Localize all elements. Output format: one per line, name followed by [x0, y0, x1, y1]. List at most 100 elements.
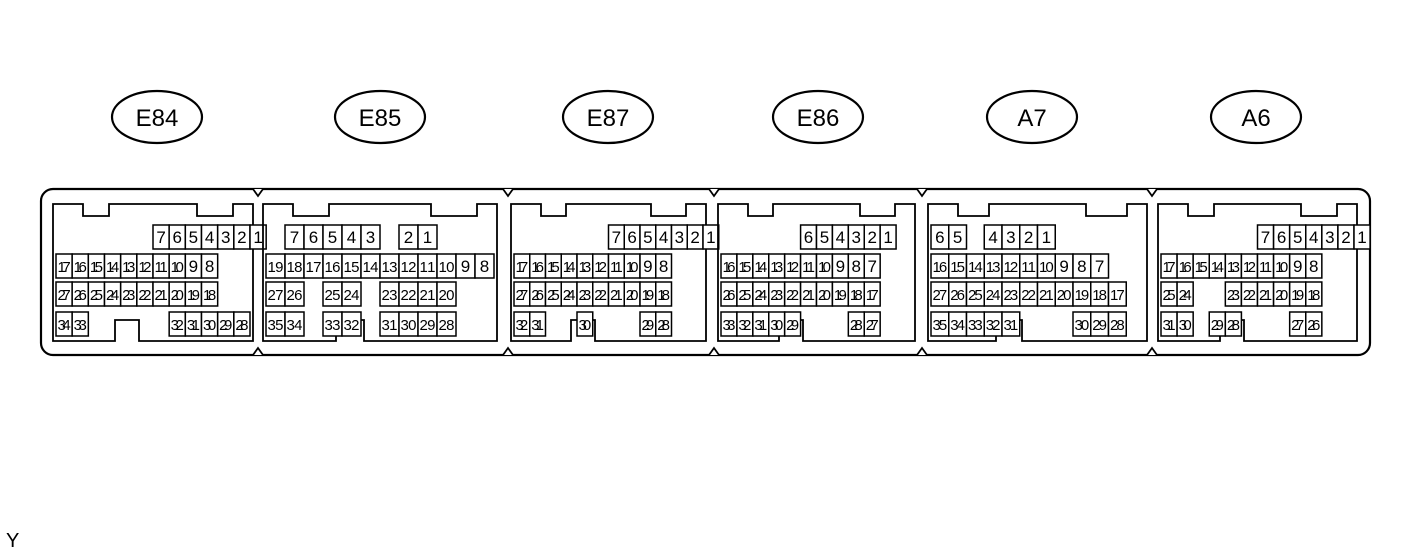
pin-box [71, 311, 90, 337]
pin-number: 11 [420, 259, 436, 276]
pin-number: 2 [1341, 228, 1350, 247]
pin-cell: 26 [529, 281, 547, 307]
pin-number: 1 [423, 228, 432, 247]
pin-cell: 6 [623, 224, 641, 250]
pin-number: 15 [1195, 259, 1208, 276]
pin-cell: 27 [55, 281, 73, 307]
pin-number: 22 [786, 287, 799, 304]
pin-cell: 17 [513, 253, 531, 279]
pin-cell: 18 [1305, 281, 1323, 307]
pin-cell: 28 [436, 311, 457, 337]
pin-number: 24 [754, 287, 767, 304]
pin-cell: 20 [436, 281, 457, 307]
pin-cell: 32 [341, 311, 362, 337]
pin-cell: 14 [360, 253, 381, 279]
pin-number: 3 [675, 228, 684, 247]
pin-number: 21 [1259, 287, 1272, 304]
pin-number: 26 [74, 287, 87, 304]
pin-cell: 15 [736, 253, 754, 279]
pin-number: 16 [723, 259, 736, 276]
pin-cell: 8 [200, 253, 219, 279]
pin-cell: 29 [1208, 311, 1227, 337]
housing-notch [708, 346, 720, 356]
pin-number: 19 [1075, 287, 1090, 304]
pin-cell: 9 [1054, 253, 1074, 279]
pin-cell: 10 [1272, 253, 1291, 279]
pin-cell: 7 [152, 224, 170, 250]
pin-cell: 23 [119, 281, 138, 307]
pin-number: 34 [287, 317, 303, 334]
pin-number: 6 [804, 228, 813, 247]
pin-cell: 4 [200, 224, 219, 250]
pin-number: 31 [187, 317, 200, 334]
pin-cell: 21 [799, 281, 818, 307]
pin-number: 1 [1357, 228, 1366, 247]
pin-number: 31 [754, 317, 767, 334]
pin-cell: 28 [1224, 311, 1243, 337]
connector-label-oval [1209, 89, 1303, 145]
pin-cell: 18 [200, 281, 219, 307]
pin-cell: 12 [1240, 253, 1259, 279]
pin-number: 10 [1039, 259, 1054, 276]
connector-label: E86 [797, 105, 840, 132]
pin-box [1090, 253, 1110, 279]
pin-number: 3 [221, 228, 230, 247]
pin-number: 11 [1259, 259, 1272, 276]
pin-cell: 7 [284, 224, 305, 250]
pin-number: 23 [122, 287, 135, 304]
pin-cell: 15 [1192, 253, 1210, 279]
pin-cell: 26 [71, 281, 90, 307]
housing-notch [1146, 188, 1158, 198]
pin-number: 10 [1275, 259, 1288, 276]
pin-cell: 9 [831, 253, 850, 279]
pin-number: 11 [802, 259, 815, 276]
pin-cell: 14 [965, 253, 985, 279]
connector-label: A6 [1241, 105, 1270, 132]
pin-number: 7 [156, 228, 165, 247]
pin-cell: 5 [815, 224, 834, 250]
pin-number: 2 [1024, 228, 1033, 247]
pin-cell: 7 [607, 224, 625, 250]
pin-cell: 24 [752, 281, 770, 307]
pin-number: 18 [657, 287, 670, 304]
pin-cell: 15 [87, 253, 106, 279]
pin-cell: 16 [529, 253, 547, 279]
pin-number: 14 [968, 259, 983, 276]
pin-number: 23 [1227, 287, 1240, 304]
pin-cell: 7 [1256, 224, 1275, 250]
pin-cell: 22 [1019, 281, 1039, 307]
housing-notch [708, 188, 720, 198]
pin-box [1224, 311, 1243, 337]
pin-number: 29 [1092, 317, 1107, 334]
pin-number: 19 [1291, 287, 1304, 304]
pin-number: 13 [122, 259, 135, 276]
pin-cell: 17 [1107, 281, 1127, 307]
pin-cell: 17 [303, 253, 324, 279]
pin-cell: 1 [702, 224, 720, 250]
pin-cell: 19 [1072, 281, 1092, 307]
pin-cell: 2 [398, 224, 419, 250]
housing-notch [1146, 346, 1158, 356]
pin-cell: 33 [965, 311, 985, 337]
pin-number: 8 [659, 257, 668, 276]
pin-cell: 19 [1288, 281, 1307, 307]
pin-number: 21 [802, 287, 815, 304]
pin-cell: 19 [265, 253, 286, 279]
connector-label-oval [771, 89, 865, 145]
pin-cell: 31 [1001, 311, 1021, 337]
pin-number: 24 [563, 287, 576, 304]
pin-cell: 25 [544, 281, 562, 307]
pin-cell: 2 [233, 224, 251, 250]
pin-number: 8 [1077, 257, 1086, 276]
pin-number: 12 [401, 259, 417, 276]
pin-cell: 30 [576, 311, 594, 337]
pin-box [1305, 311, 1323, 337]
connector-label-oval [985, 89, 1079, 145]
pin-number: 32 [738, 317, 751, 334]
pin-number: 24 [106, 287, 119, 304]
pin-cell: 19 [831, 281, 850, 307]
pin-cell: 27 [863, 311, 881, 337]
pin-box [341, 281, 362, 307]
pin-number: 1 [883, 228, 892, 247]
